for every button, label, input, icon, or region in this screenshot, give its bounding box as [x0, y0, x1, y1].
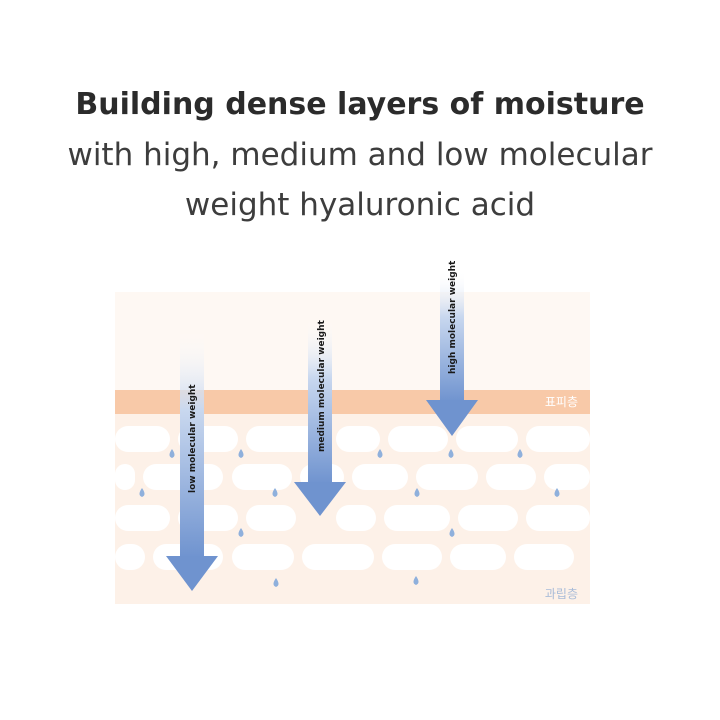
arrow-label-medium: medium molecular weight: [317, 319, 327, 452]
epidermis-label: 표피층: [545, 395, 578, 409]
cell: [486, 464, 536, 490]
arrow-low-molecular-weight: [166, 330, 218, 591]
cell: [336, 505, 376, 531]
water-droplet: [413, 576, 419, 585]
cell: [384, 505, 450, 531]
cell: [115, 544, 145, 570]
cell: [246, 505, 296, 531]
cell: [526, 426, 590, 452]
water-droplet: [139, 488, 145, 497]
cell: [302, 544, 374, 570]
cell: [514, 544, 574, 570]
arrow-high-molecular-weight: [426, 270, 478, 436]
cell: [456, 426, 518, 452]
cell-row-4: [115, 544, 574, 570]
cell: [115, 505, 170, 531]
cell: [336, 426, 380, 452]
arrow-label-low: low molecular weight: [188, 384, 198, 493]
cell: [115, 464, 135, 490]
water-droplet: [517, 449, 523, 458]
arrow-label-high: high molecular weight: [448, 260, 458, 374]
cell: [352, 464, 408, 490]
water-droplet: [377, 449, 383, 458]
cell: [388, 426, 448, 452]
cell: [232, 464, 292, 490]
water-droplet: [449, 528, 455, 537]
water-droplet: [554, 488, 560, 497]
headline: Building dense layers of moisture with h…: [0, 80, 720, 230]
cell: [526, 505, 590, 531]
water-droplet: [273, 578, 279, 587]
cell: [416, 464, 478, 490]
granular-layer-label: 과립층: [545, 587, 578, 601]
water-droplet: [272, 488, 278, 497]
arrow-medium-molecular-weight: [294, 320, 346, 516]
water-droplet: [238, 449, 244, 458]
headline-line-2: with high, medium and low molecular: [67, 137, 653, 173]
droplets: [139, 449, 560, 587]
headline-line-3: weight hyaluronic acid: [184, 187, 536, 223]
water-droplet: [414, 488, 420, 497]
water-droplet: [238, 528, 244, 537]
cell: [115, 426, 170, 452]
water-droplet: [169, 449, 175, 458]
cell: [232, 544, 294, 570]
cell: [382, 544, 442, 570]
cell: [450, 544, 506, 570]
water-droplet: [448, 449, 454, 458]
cell-row-2: [115, 464, 590, 490]
headline-line-1: Building dense layers of moisture: [75, 87, 645, 122]
cell: [544, 464, 590, 490]
cell: [458, 505, 518, 531]
cell: [246, 426, 328, 452]
